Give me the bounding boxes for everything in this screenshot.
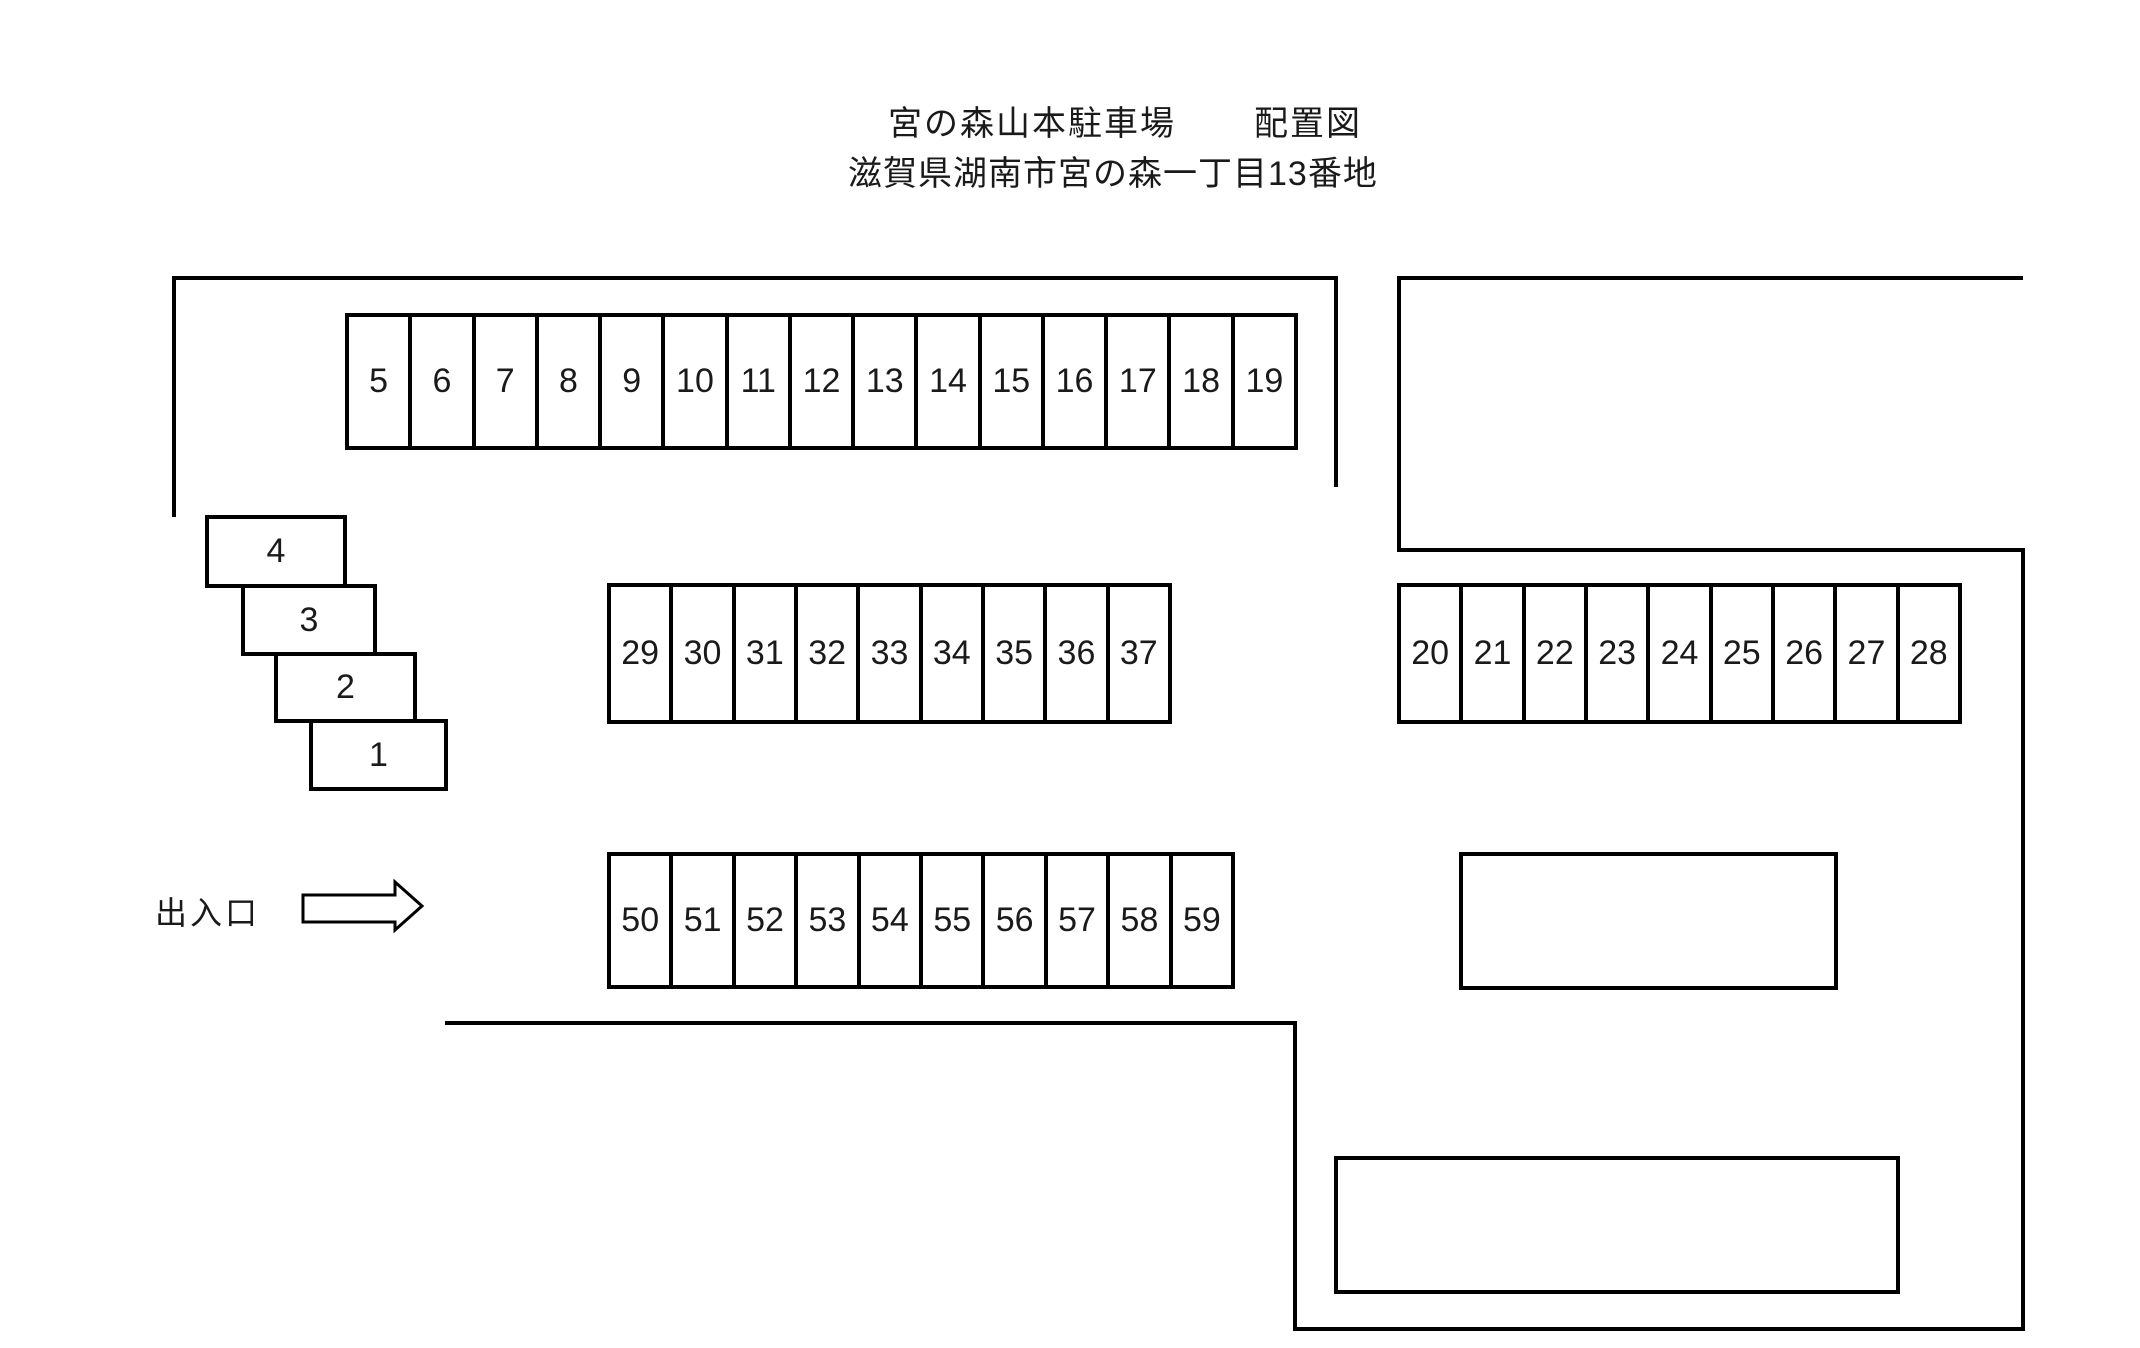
parking-space-58: 58 — [1110, 856, 1173, 985]
parking-space-21: 21 — [1463, 587, 1526, 720]
parking-space-19: 19 — [1245, 362, 1284, 400]
parking-space-29: 29 — [611, 587, 674, 720]
parking-space-53: 53 — [798, 856, 861, 985]
parking-space-10: 10 — [665, 317, 729, 446]
diagram-title: 宮の森山本駐車場 配置図 — [888, 102, 1362, 146]
parking-space-52: 52 — [736, 856, 799, 985]
diagram-address: 滋賀県湖南市宮の森一丁目13番地 — [848, 155, 1378, 193]
parking-space-57: 57 — [1048, 856, 1111, 985]
parking-space-24: 24 — [1650, 587, 1713, 720]
diagram-title-name: 宮の森山本駐車場 — [888, 105, 1176, 143]
parking-space-55: 55 — [923, 856, 986, 985]
parking-space-16: 16 — [1045, 317, 1109, 446]
parking-space-30: 30 — [673, 587, 736, 720]
entrance-arrow-icon — [301, 878, 425, 934]
diagram-title-type: 配置図 — [1254, 105, 1362, 143]
parking-space-32: 32 — [798, 587, 861, 720]
parking-space-26: 26 — [1775, 587, 1838, 720]
parking-space-14: 14 — [918, 317, 982, 446]
parking-space-59: 59 — [1182, 901, 1221, 939]
parking-space-54: 54 — [861, 856, 924, 985]
parking-space-2: 2 — [274, 652, 417, 723]
parking-space-8: 8 — [539, 317, 603, 446]
parking-space-5: 5 — [349, 317, 413, 446]
parking-space-7: 7 — [476, 317, 539, 446]
parking-space-51: 51 — [673, 856, 736, 985]
parking-space-34: 34 — [923, 587, 985, 720]
parking-space-31: 31 — [736, 587, 798, 720]
parking-space-12: 12 — [792, 317, 856, 446]
parking-space-9: 9 — [602, 317, 666, 446]
parking-space-18: 18 — [1171, 317, 1235, 446]
parking-space-35: 35 — [985, 587, 1048, 720]
parking-space-17: 17 — [1108, 317, 1172, 446]
parking-space-37: 37 — [1119, 634, 1158, 672]
parking-space-1: 1 — [309, 719, 448, 791]
entrance-label: 出入口 — [155, 895, 261, 931]
building-outline-bottom — [1334, 1156, 1900, 1294]
parking-space-28: 28 — [1909, 634, 1948, 672]
parking-space-23: 23 — [1588, 587, 1651, 720]
boundary-wall-left — [172, 276, 1338, 517]
boundary-wall-right — [445, 276, 2025, 1331]
parking-space-4: 4 — [205, 515, 347, 588]
parking-space-56: 56 — [985, 856, 1048, 985]
parking-space-22: 22 — [1526, 587, 1588, 720]
parking-space-33: 33 — [860, 587, 923, 720]
parking-space-25: 25 — [1713, 587, 1775, 720]
parking-space-3: 3 — [241, 584, 377, 656]
parking-space-27: 27 — [1837, 587, 1900, 720]
building-outline-middle — [1459, 852, 1838, 990]
parking-space-20: 20 — [1401, 587, 1464, 720]
parking-space-36: 36 — [1047, 587, 1110, 720]
parking-space-11: 11 — [729, 317, 792, 446]
parking-space-13: 13 — [855, 317, 919, 446]
parking-space-15: 15 — [982, 317, 1045, 446]
parking-space-6: 6 — [412, 317, 476, 446]
parking-space-50: 50 — [611, 856, 674, 985]
